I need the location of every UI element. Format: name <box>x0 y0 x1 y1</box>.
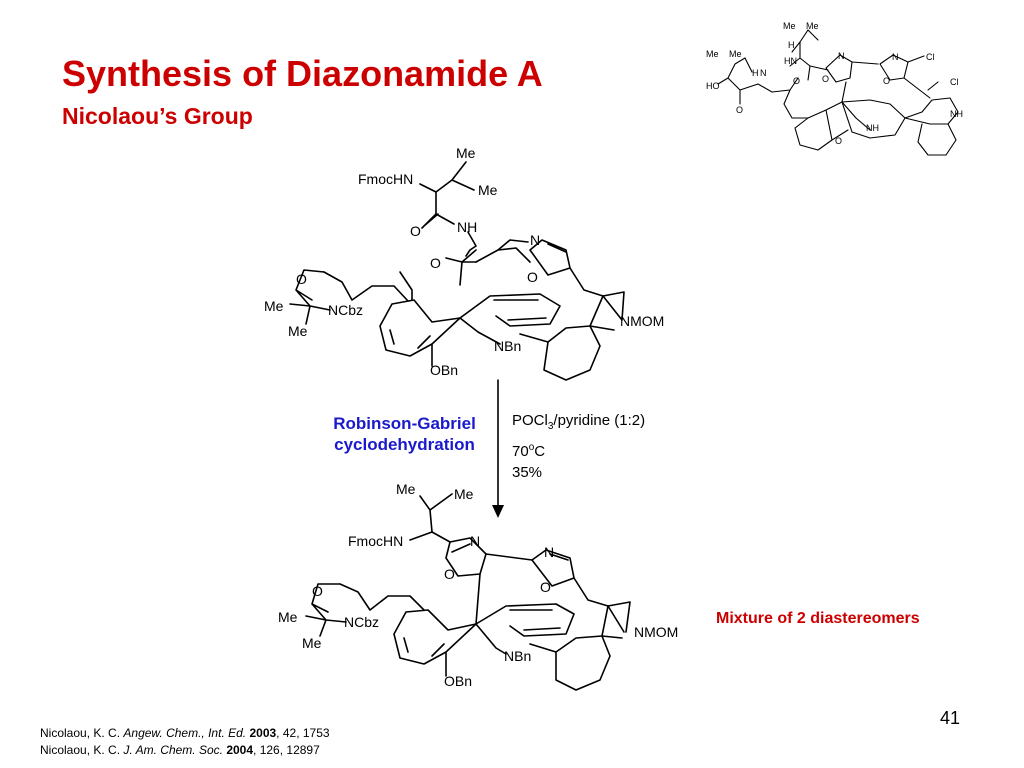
target-label-n1: N <box>838 51 845 61</box>
diastereomer-note: Mixture of 2 diastereomers <box>716 610 920 627</box>
target-label-nh1: NH <box>866 123 879 133</box>
sm-label-me-b: Me <box>288 323 308 339</box>
target-label-ho: HO <box>706 81 720 91</box>
product-structure: FmocHN Me Me N O N O O Me Me NCbz NBn OB… <box>278 481 678 691</box>
target-label-o3: O <box>736 105 743 115</box>
page-number: 41 <box>940 708 961 728</box>
temperature-line: 70oC <box>512 437 645 462</box>
reference-authors: Nicolaou, K. C. <box>40 743 121 757</box>
product-label-me-left: Me <box>396 481 416 497</box>
target-label-n3: N <box>760 68 767 78</box>
reaction-conditions: POCl3/pyridine (1:2) 70oC 35% <box>512 410 645 483</box>
sm-label-me-right: Me <box>478 182 498 198</box>
product-label-me-right: Me <box>454 486 474 502</box>
reference-details: , 126, 12897 <box>253 743 320 757</box>
sm-label-n-oxazole: N <box>530 232 540 248</box>
product-label-me-b: Me <box>302 635 322 651</box>
target-label-o5: O <box>835 136 842 146</box>
reagent-suffix: /pyridine (1:2) <box>553 412 646 429</box>
product-label-n-ox1: N <box>470 533 480 549</box>
reference-details: , 42, 1753 <box>276 726 330 740</box>
target-label-nh2: NH <box>950 109 963 119</box>
target-label-n2: N <box>892 52 899 62</box>
sm-label-o-ketone: O <box>430 255 441 271</box>
sm-label-fmochn: FmocHN <box>358 171 413 187</box>
product-label-nmom: NMOM <box>634 624 678 640</box>
target-label-h2: H <box>752 68 759 78</box>
starting-material-structure: FmocHN Me Me O NH O N O O Me Me NCbz NBn… <box>264 145 664 381</box>
product-label-o-ox2: O <box>540 579 551 595</box>
temperature-degree: o <box>528 442 535 453</box>
sm-label-me-a: Me <box>264 298 284 314</box>
sm-label-o-amide: O <box>410 223 421 239</box>
sm-label-o-ring: O <box>296 271 307 287</box>
target-label-o2: O <box>883 76 890 86</box>
reagent-subscript: 3 <box>547 421 554 432</box>
product-label-fmochn: FmocHN <box>348 533 403 549</box>
product-label-o-ring: O <box>312 583 323 599</box>
reagent-line: POCl3/pyridine (1:2) <box>512 410 645 437</box>
target-label-me3: Me <box>706 49 719 59</box>
sm-label-obn: OBn <box>430 362 458 378</box>
sm-label-nmom: NMOM <box>620 313 664 329</box>
reference-item: Nicolaou, K. C. J. Am. Chem. Soc. 2004, … <box>40 742 330 759</box>
product-label-obn: OBn <box>444 673 472 689</box>
reaction-name-line1: Robinson-Gabriel <box>333 414 476 433</box>
slide-title: Synthesis of Diazonamide A <box>62 53 543 94</box>
reference-journal: Angew. Chem., Int. Ed. <box>123 726 247 740</box>
product-label-me-a: Me <box>278 609 298 625</box>
target-label-cl1: Cl <box>926 52 935 62</box>
temperature-value: 70 <box>512 443 529 460</box>
slide-subtitle: Nicolaou’s Group <box>62 103 253 129</box>
reference-authors: Nicolaou, K. C. <box>40 726 121 740</box>
yield-line: 35% <box>512 464 543 481</box>
reference-year: 2003 <box>249 726 277 740</box>
product-label-nbn: NBn <box>504 648 531 664</box>
sm-label-nh: NH <box>457 219 477 235</box>
reaction-name-line2: cyclodehydration <box>334 435 475 454</box>
target-label-o4: O <box>793 76 800 86</box>
target-label-h: H <box>788 40 795 50</box>
target-label-me4: Me <box>729 49 742 59</box>
temperature-unit: C <box>534 443 546 460</box>
target-label-hn: HN <box>784 56 797 66</box>
sm-label-nbn: NBn <box>494 338 521 354</box>
product-label-ncbz: NCbz <box>344 614 379 630</box>
sm-label-ncbz: NCbz <box>328 302 363 318</box>
target-structure-diazonamide-a: Me Me Me Me H HN N O N O Cl Cl HO H N O … <box>706 21 963 156</box>
target-label-me2: Me <box>806 21 819 31</box>
reference-year: 2004 <box>226 743 254 757</box>
target-label-me1: Me <box>783 21 796 31</box>
product-label-n-ox2: N <box>544 544 554 560</box>
sm-label-o-oxazole: O <box>527 269 538 285</box>
reference-journal: J. Am. Chem. Soc. <box>123 743 223 757</box>
target-label-o1: O <box>822 74 829 84</box>
reaction-name: Robinson-Gabriel cyclodehydration <box>312 413 497 455</box>
reaction-arrow <box>492 379 504 518</box>
reference-item: Nicolaou, K. C. Angew. Chem., Int. Ed. 2… <box>40 725 330 742</box>
reagent-prefix: POCl <box>512 412 548 429</box>
references: Nicolaou, K. C. Angew. Chem., Int. Ed. 2… <box>40 725 330 759</box>
product-label-o-ox1: O <box>444 566 455 582</box>
target-label-cl2: Cl <box>950 77 959 87</box>
sm-label-me-top: Me <box>456 145 476 161</box>
